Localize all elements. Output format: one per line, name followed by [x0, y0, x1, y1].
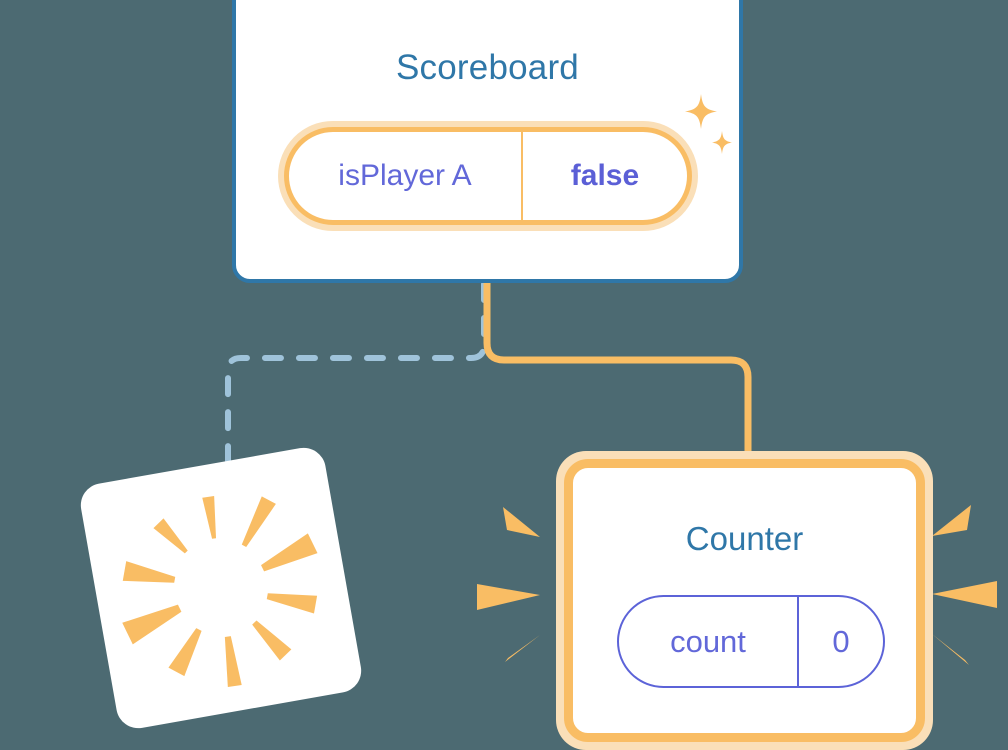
counter-card[interactable]: Counter count 0: [556, 451, 933, 750]
counter-card-inner: Counter count 0: [564, 459, 925, 742]
scoreboard-card[interactable]: Scoreboard isPlayer A false: [232, 0, 743, 283]
burst-ray-left-top: [503, 507, 540, 537]
sunburst-ray-8: [122, 604, 182, 645]
counter-state-key: count: [619, 597, 799, 686]
counter-title: Counter: [685, 520, 804, 557]
scoreboard-state-value: false: [570, 159, 640, 192]
scoreboard-state-pill-inner: isPlayer A false: [284, 127, 692, 225]
connector-scoreboard-to-blank-card: [225, 281, 487, 481]
sunburst-ray-4: [266, 593, 318, 614]
counter-state-pill[interactable]: count 0: [617, 595, 885, 688]
sunburst-ray-7: [168, 628, 202, 677]
scoreboard-state-pill[interactable]: isPlayer A false: [278, 121, 698, 231]
sparkle-group: [685, 94, 732, 154]
connector-scoreboard-to-counter: [483, 281, 752, 462]
burst-ray-left-middle: [477, 584, 540, 610]
sunburst-ray-5: [252, 620, 292, 661]
sunburst-rays: [122, 496, 318, 688]
burst-ray-right-middle: [932, 581, 997, 608]
sunburst-ray-6: [224, 636, 242, 688]
burst-ray-right-top: [932, 505, 971, 536]
sparkle-small-icon: [712, 131, 732, 154]
sunburst-ray-1: [202, 496, 217, 539]
sparkle-large-icon: [685, 94, 717, 129]
sunburst-ray-3: [261, 533, 318, 572]
sunburst-ray-9: [122, 561, 176, 583]
burst-ray-right-bottom: [932, 634, 969, 665]
rotated-blank-card[interactable]: [77, 444, 365, 732]
sunburst-ray-10: [153, 518, 188, 554]
counter-state-value: 0: [832, 623, 850, 659]
sunburst-ray-2: [241, 496, 276, 548]
scoreboard-title: Scoreboard: [396, 48, 579, 87]
burst-ray-left-bottom: [505, 635, 540, 662]
scoreboard-state-key: isPlayer A: [289, 132, 523, 220]
